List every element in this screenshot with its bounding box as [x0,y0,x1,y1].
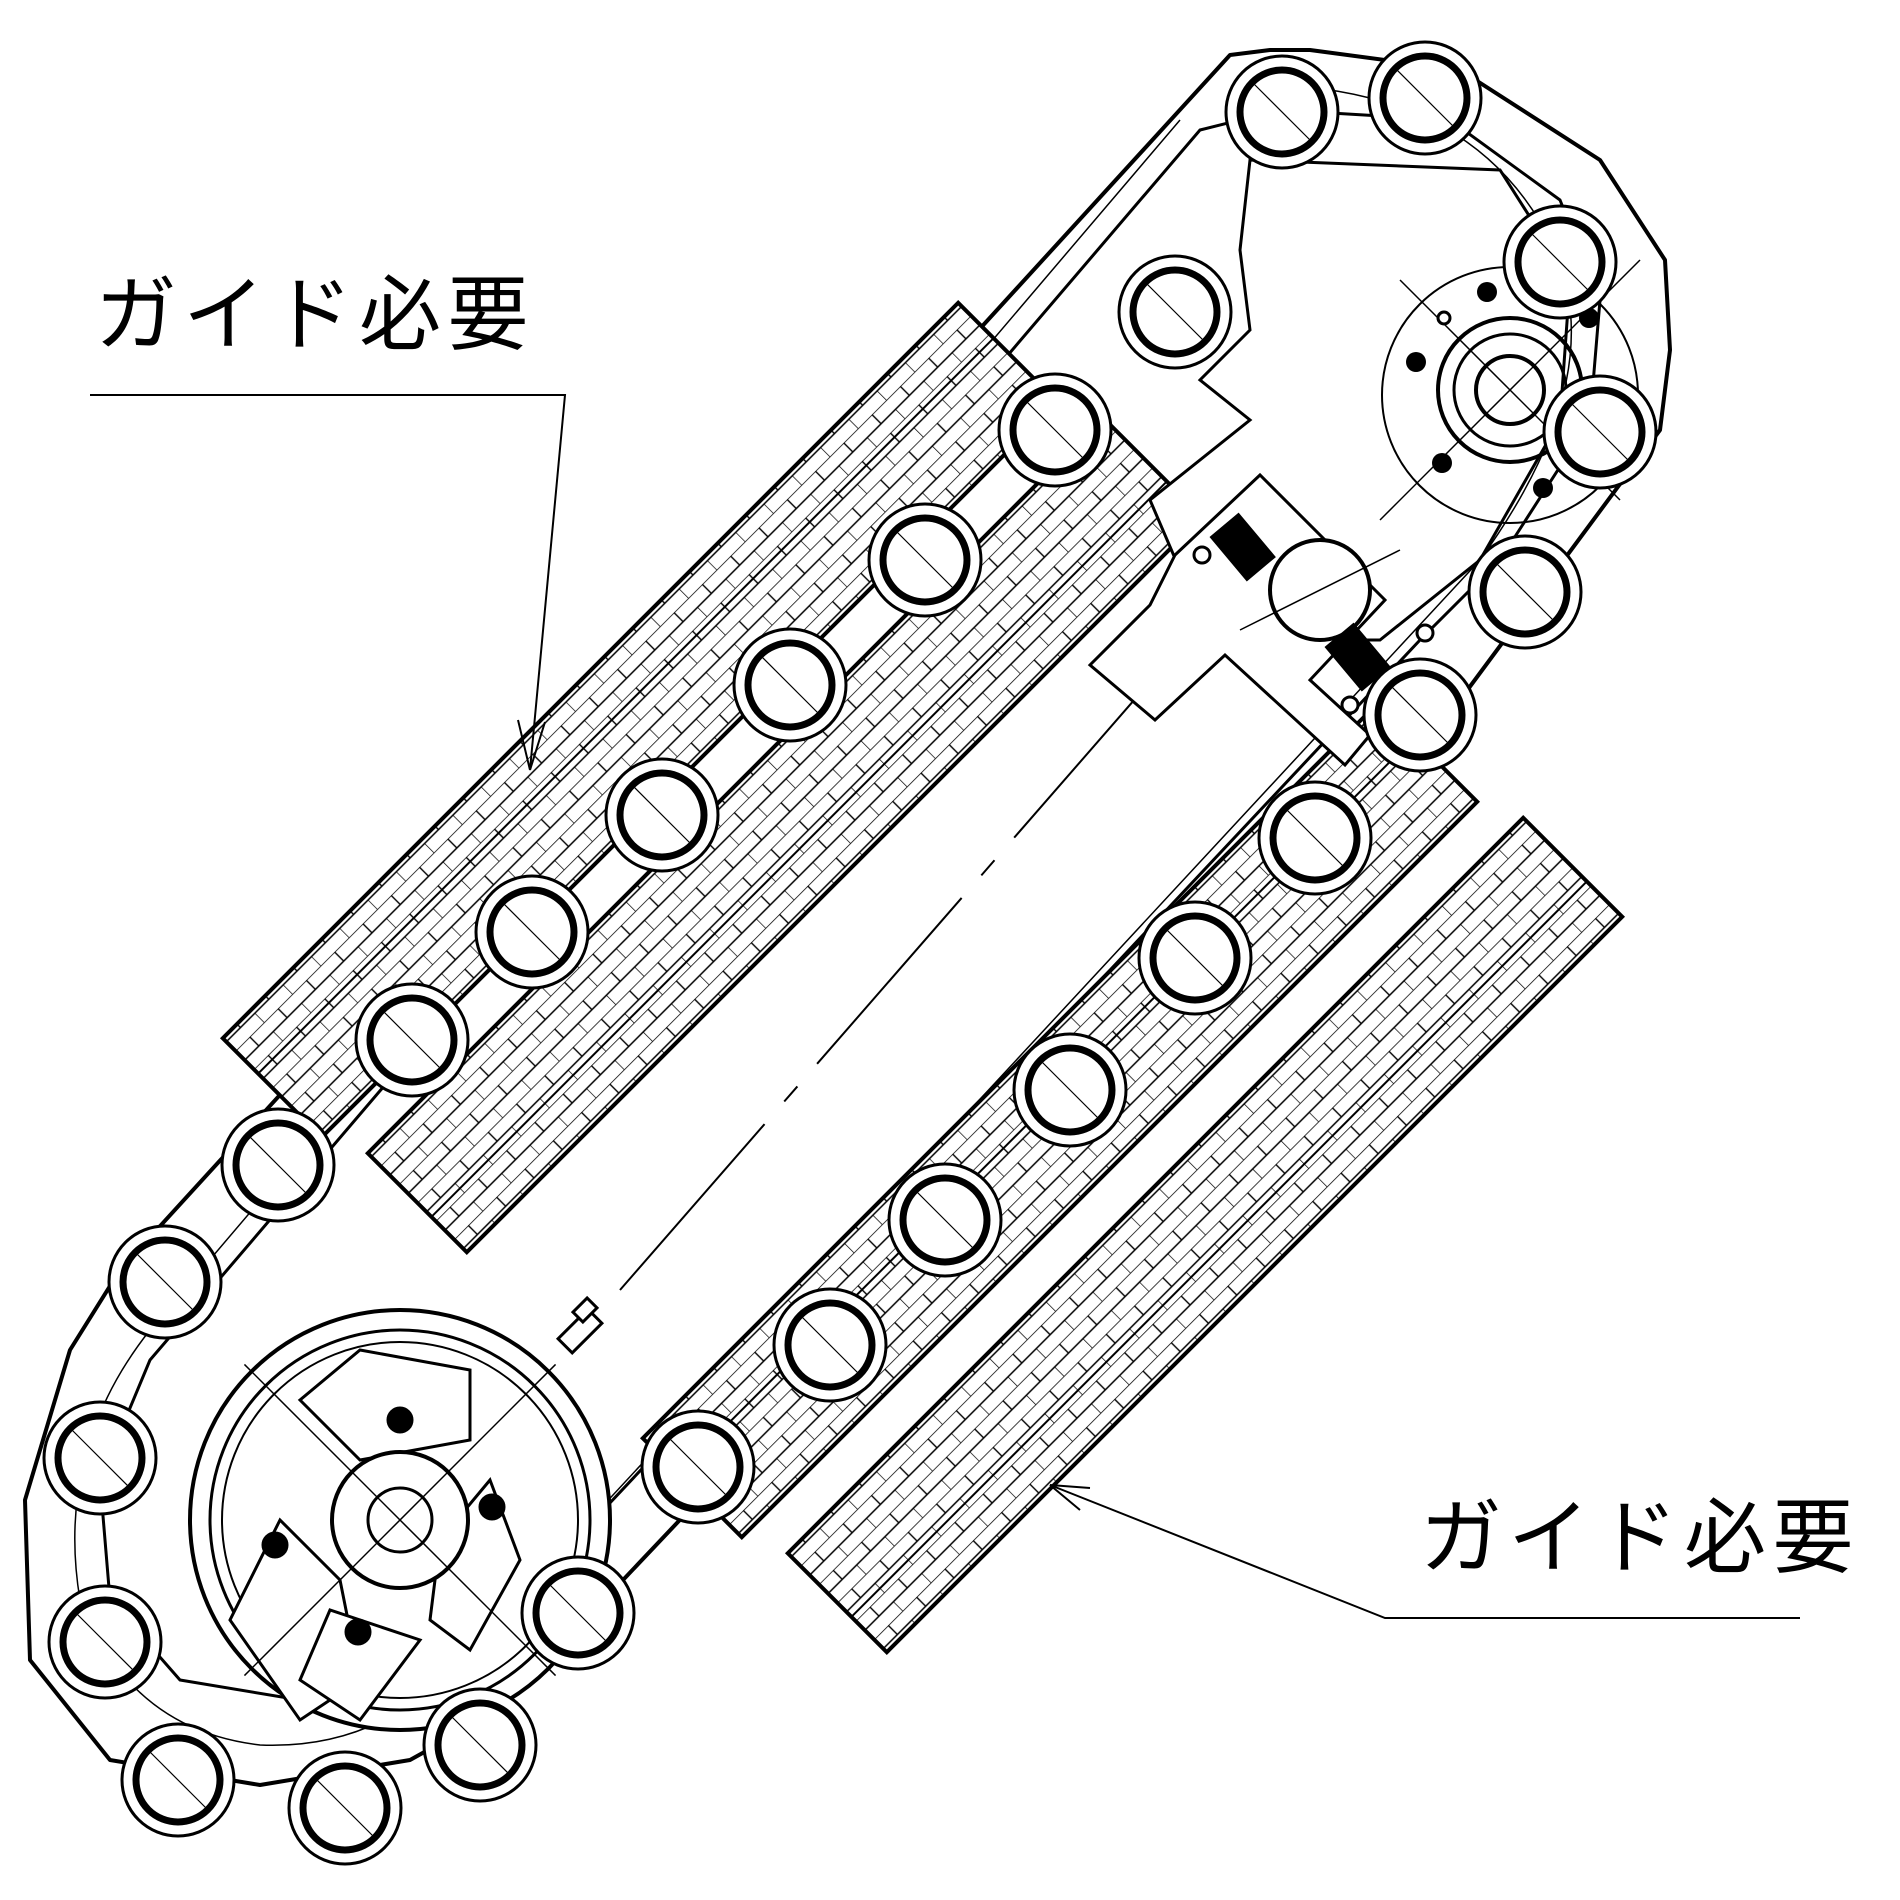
drive-wheel [188,1295,612,1732]
roller-centerline [1569,401,1631,463]
roller-centerline [1529,231,1591,293]
roller-centerline [314,1777,376,1839]
roller-centerline [631,784,693,846]
center-axis-line [619,589,1231,1291]
roller-centerline [1024,399,1086,461]
tensioner-bracket [1087,472,1435,768]
annotation-guide-required-top: ガイド必要 [95,268,536,363]
roller-centerline [1394,67,1456,129]
annotation-guide-required-bottom: ガイド必要 [1420,1491,1861,1586]
roller-centerline [134,1251,196,1313]
roller-centerline [147,1749,209,1811]
roller-centerline [69,1427,131,1489]
roller-centerline [1284,807,1346,869]
roller-centerline [759,654,821,716]
roller-centerline [894,529,956,591]
roller-centerline [449,1714,511,1776]
roller-centerline [1144,281,1206,343]
roller-centerline [247,1134,309,1196]
roller-centerline [381,1009,443,1071]
roller-centerline [1164,927,1226,989]
roller-centerline [667,1436,729,1498]
roller-centerline [799,1314,861,1376]
roller-centerline [1251,81,1313,143]
roller-centerline [1039,1059,1101,1121]
roller-centerline [1494,561,1556,623]
chain-rollers [44,42,1656,1864]
roller-centerline [547,1582,609,1644]
leader-lines [90,394,1800,1619]
roller-centerline [1389,684,1451,746]
roller-centerline [501,901,563,963]
roller-centerline [914,1189,976,1251]
roller-centerline [74,1611,136,1673]
